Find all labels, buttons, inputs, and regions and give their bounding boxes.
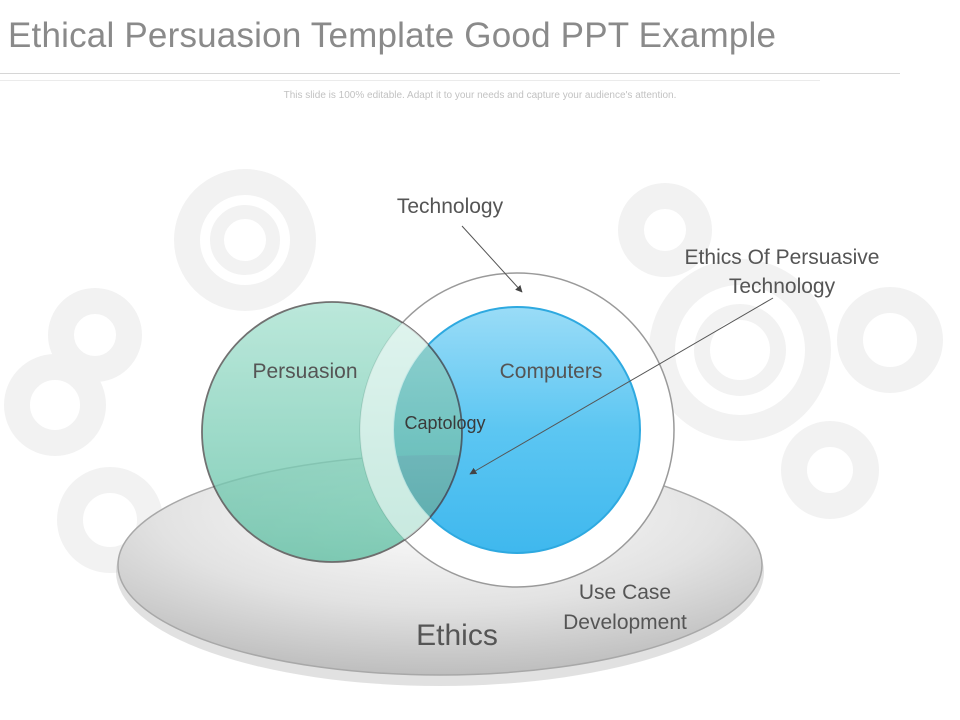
computers-label: Computers [500, 360, 603, 383]
technology-label: Technology [397, 195, 504, 218]
ethics-label: Ethics [416, 619, 498, 652]
ethics-persuasive-pointer-arrow [469, 297, 774, 475]
ethics-of-persuasive-technology-label-line1: Ethics Of Persuasive [685, 246, 880, 269]
captology-label: Captology [404, 413, 485, 433]
slide-title: Ethical Persuasion Template Good PPT Exa… [8, 16, 777, 55]
gear-icon [781, 421, 879, 519]
ethics-of-persuasive-technology-label-line2: Technology [729, 275, 836, 298]
gear-icon [837, 287, 943, 393]
use-case-development-label-line2: Development [563, 611, 687, 634]
slide-subtitle: This slide is 100% editable. Adapt it to… [283, 90, 677, 101]
use-case-development-label-line1: Use Case [579, 581, 671, 604]
gear-icon [174, 169, 316, 311]
title-divider [0, 73, 900, 74]
gear-icon [4, 354, 106, 456]
title-divider-secondary [0, 80, 820, 81]
persuasion-label: Persuasion [252, 360, 357, 383]
technology-pointer-arrow [461, 225, 523, 293]
gear-icon [649, 259, 831, 441]
gear-icon [618, 183, 712, 277]
gear-icon [48, 288, 142, 382]
